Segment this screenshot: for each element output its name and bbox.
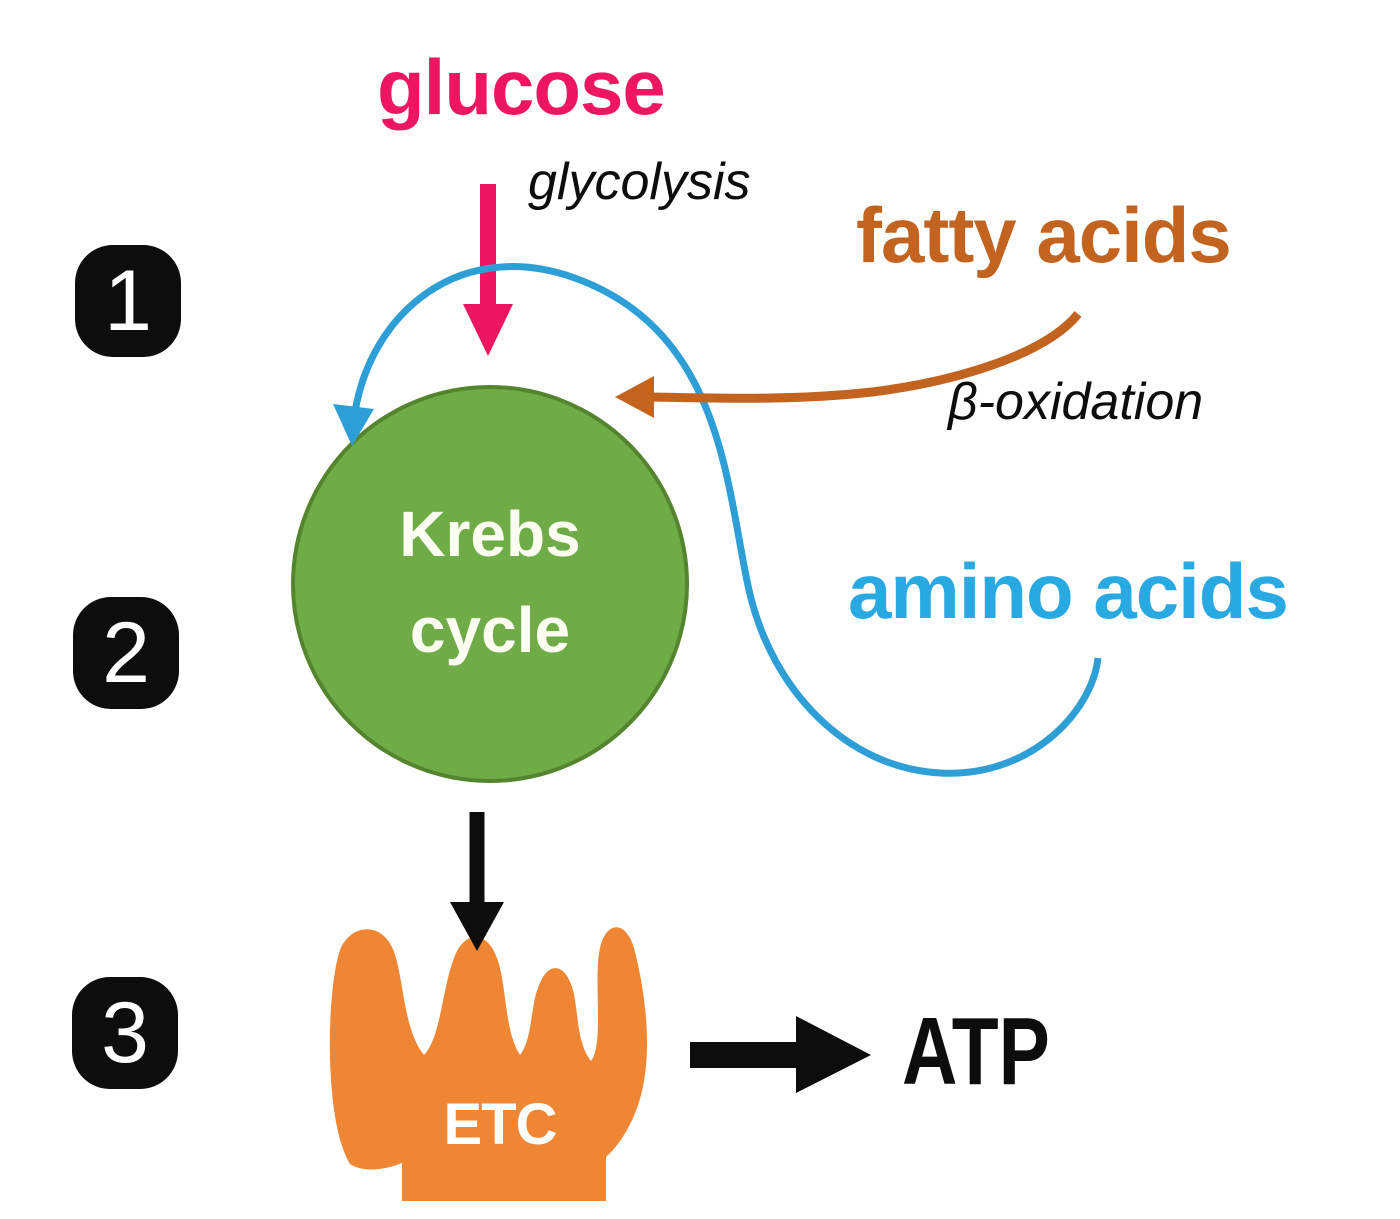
krebs-cycle-label-line1: Krebs bbox=[399, 498, 581, 570]
krebs-cycle-circle bbox=[291, 385, 689, 783]
krebs-cycle-label-line2: cycle bbox=[409, 594, 571, 666]
etc-to-atp-arrow-icon bbox=[690, 1016, 871, 1093]
step-3-number: 3 bbox=[101, 985, 149, 1081]
beta-oxidation-label: β-oxidation bbox=[948, 373, 1204, 431]
amino-acids-curve-arrow-icon bbox=[333, 263, 1102, 777]
etc-shape bbox=[329, 927, 648, 1201]
atp-label: ATP bbox=[902, 998, 1050, 1105]
glycolysis-arrow-icon bbox=[463, 184, 513, 356]
amino-acids-label: amino acids bbox=[848, 547, 1289, 635]
krebs-cycle-label: Krebs cycle bbox=[290, 486, 690, 678]
krebs-to-etc-arrow-icon bbox=[450, 812, 504, 951]
glucose-label: glucose bbox=[377, 43, 666, 131]
step-2-number: 2 bbox=[102, 605, 150, 701]
step-1-badge: 1 bbox=[75, 245, 181, 357]
beta-oxidation-curve-arrow-icon bbox=[615, 311, 1082, 418]
step-1-number: 1 bbox=[104, 253, 152, 349]
step-3-badge: 3 bbox=[72, 977, 178, 1089]
step-2-badge: 2 bbox=[73, 597, 179, 709]
glycolysis-label: glycolysis bbox=[528, 153, 751, 211]
fatty-acids-label: fatty acids bbox=[856, 191, 1232, 279]
etc-label: ETC bbox=[443, 1092, 558, 1157]
